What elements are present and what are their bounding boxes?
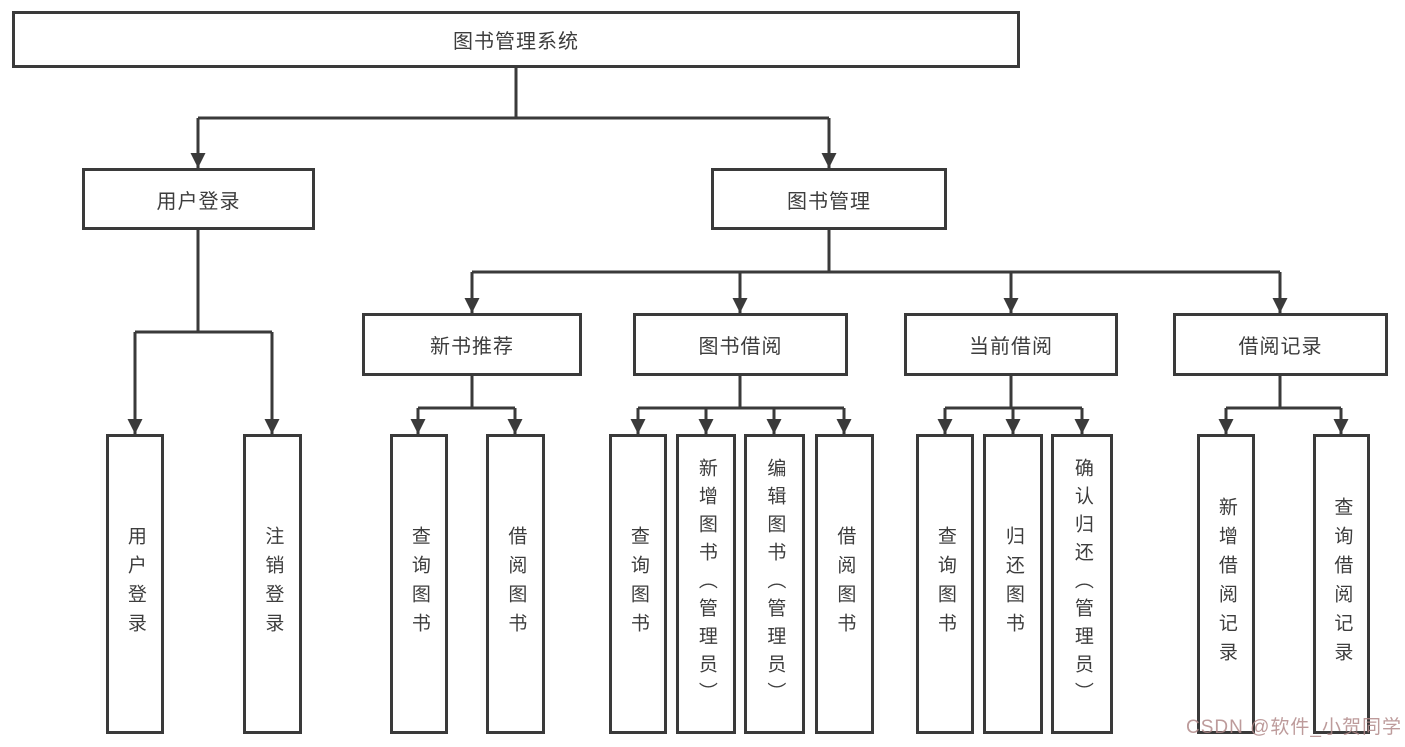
leaf-borrow-books: 借阅图书	[486, 434, 545, 734]
leaf-query-books: 查询图书	[609, 434, 667, 734]
leaf-logout: 注销登录	[243, 434, 302, 734]
leaf-borrow-books: 借阅图书	[815, 434, 874, 734]
leaf-confirm-return-admin: 确认归还（管理员）	[1051, 434, 1113, 734]
node-book-borrow: 图书借阅	[633, 313, 848, 376]
leaf-query-books: 查询图书	[390, 434, 448, 734]
csdn-watermark: CSDN @软件_小贺同学	[1186, 717, 1402, 738]
leaf-add-books-admin: 新增图书（管理员）	[676, 434, 736, 734]
node-borrow-records: 借阅记录	[1173, 313, 1388, 376]
node-new-book-recommend: 新书推荐	[362, 313, 582, 376]
leaf-user-login: 用户登录	[106, 434, 164, 734]
leaf-edit-books-admin: 编辑图书（管理员）	[744, 434, 805, 734]
leaf-return-books: 归还图书	[983, 434, 1043, 734]
leaf-query-books: 查询图书	[916, 434, 974, 734]
leaf-add-borrow-record: 新增借阅记录	[1197, 434, 1255, 734]
node-library-management-system: 图书管理系统	[12, 11, 1020, 68]
node-current-borrow: 当前借阅	[904, 313, 1118, 376]
node-user-login: 用户登录	[82, 168, 315, 230]
node-book-management: 图书管理	[711, 168, 947, 230]
leaf-query-borrow-record: 查询借阅记录	[1313, 434, 1370, 734]
